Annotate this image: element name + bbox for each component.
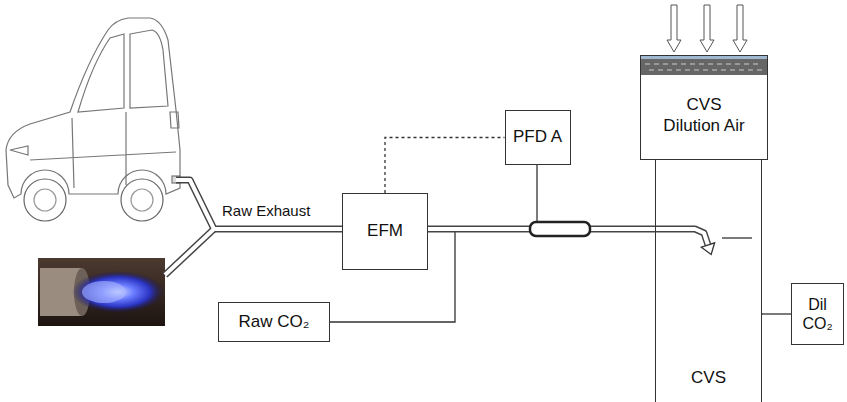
instrument-box: PFD A (505, 110, 571, 165)
flow-element (530, 222, 590, 236)
pipe-label: Raw Exhaust (222, 202, 310, 220)
box-label: EFM (367, 221, 403, 241)
box-label: PFD A (513, 127, 562, 147)
signal-line (385, 138, 505, 194)
exhaust-pipe (165, 180, 342, 275)
air-inlet-box: CVS Dilution Air (640, 55, 768, 160)
leader-line (536, 165, 537, 222)
sample-line (762, 314, 791, 315)
box-label: CVS (691, 368, 726, 388)
airflow-arrow (667, 5, 747, 52)
box-label: CVS Dilution Air (659, 95, 749, 136)
analyzer-box: Raw CO₂ (218, 302, 330, 342)
burner-photo (38, 258, 165, 326)
box-label: Dil CO₂ (796, 295, 839, 333)
analyzer-box: Dil CO₂ (791, 283, 844, 345)
car-drawing (6, 18, 180, 221)
flow-meter-box: EFM (342, 193, 428, 270)
probe-line (722, 237, 752, 238)
air-filter (640, 55, 768, 75)
tunnel-band: CVS (655, 160, 762, 402)
box-label: Raw CO₂ (239, 312, 310, 332)
